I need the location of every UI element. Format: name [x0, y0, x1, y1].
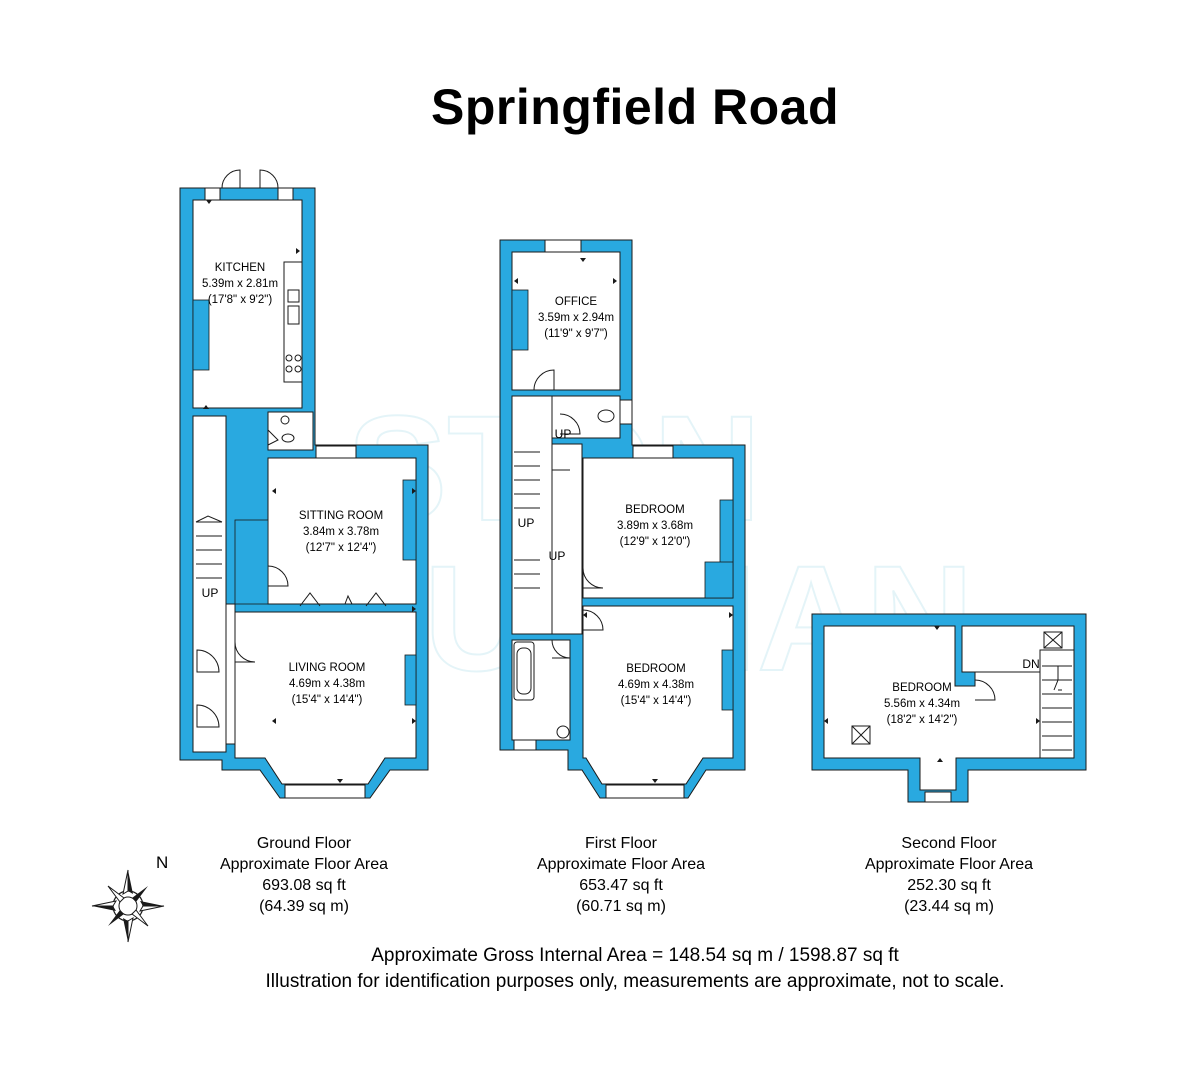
sitting-room-imperial: (12'7" x 12'4") [306, 542, 377, 554]
bedroom-1-imperial: (12'9" x 12'0") [620, 536, 691, 548]
room-label-bedroom-1: BEDROOM 3.89m x 3.68m (12'9" x 12'0") [617, 504, 693, 548]
floor-area-sqm: (64.39 sq m) [259, 898, 349, 915]
living-room-name: LIVING ROOM [289, 662, 366, 674]
floor-area-sqm: (60.71 sq m) [576, 898, 666, 915]
ground-floor-plan [179, 169, 429, 799]
second-floor-summary: Second Floor Approximate Floor Area 252.… [839, 833, 1059, 917]
bedroom-2-imperial: (15'4" x 14'4") [621, 695, 692, 707]
first-floor-summary: First Floor Approximate Floor Area 653.4… [511, 833, 731, 917]
kitchen-name: KITCHEN [215, 262, 265, 274]
floor-area-sqft: 252.30 sq ft [907, 877, 991, 894]
dimension-ticks [203, 200, 1040, 783]
office-metric: 3.59m x 2.94m [538, 312, 614, 324]
room-label-living-room: LIVING ROOM 4.69m x 4.38m (15'4" x 14'4"… [289, 662, 366, 706]
bedroom-1-name: BEDROOM [625, 504, 684, 516]
office-name: OFFICE [555, 296, 597, 308]
floor-area-label: Approximate Floor Area [864, 856, 1034, 873]
room-label-sitting-room: SITTING ROOM 3.84m x 3.78m (12'7" x 12'4… [299, 510, 383, 554]
footer: Approximate Gross Internal Area = 148.54… [0, 943, 1196, 995]
room-label-kitchen: KITCHEN 5.39m x 2.81m (17'8" x 9'2") [202, 262, 278, 306]
room-label-bedroom-3: BEDROOM 5.56m x 4.34m (18'2" x 14'2") [884, 682, 960, 726]
stairs-up-label-first-left: UP [518, 516, 535, 530]
stairs-up-label-ground: UP [202, 586, 219, 600]
room-label-office: OFFICE 3.59m x 2.94m (11'9" x 9'7") [538, 296, 614, 340]
floor-name: Second Floor [901, 835, 997, 852]
floor-name: Ground Floor [256, 835, 352, 852]
office-imperial: (11'9" x 9'7") [544, 328, 608, 340]
floor-area-label: Approximate Floor Area [536, 856, 706, 873]
second-floor-plan [811, 613, 1087, 803]
bedroom-3-name: BEDROOM [892, 682, 951, 694]
page-title: Springfield Road [431, 79, 839, 135]
compass-rose-icon [91, 869, 165, 943]
disclaimer-text: Illustration for identification purposes… [265, 971, 1005, 992]
floor-name: First Floor [585, 835, 657, 852]
bedroom-1-metric: 3.89m x 3.68m [617, 520, 693, 532]
living-room-metric: 4.69m x 4.38m [289, 678, 365, 690]
floor-area-sqm: (23.44 sq m) [904, 898, 994, 915]
stairs-up-label-first-top: UP [555, 427, 572, 441]
gross-internal-area: Approximate Gross Internal Area = 148.54… [371, 945, 899, 966]
stairs-up-label-first-mid: UP [549, 549, 566, 563]
floor-area-label: Approximate Floor Area [219, 856, 389, 873]
bedroom-2-name: BEDROOM [626, 663, 685, 675]
sitting-room-metric: 3.84m x 3.78m [303, 526, 379, 538]
kitchen-imperial: (17'8" x 9'2") [208, 294, 273, 306]
floor-area-sqft: 653.47 sq ft [579, 877, 663, 894]
kitchen-metric: 5.39m x 2.81m [202, 278, 278, 290]
stairs-down-label-second: DN [1022, 657, 1039, 671]
bedroom-3-metric: 5.56m x 4.34m [884, 698, 960, 710]
compass-north-label: N [156, 853, 168, 872]
room-label-bedroom-2: BEDROOM 4.69m x 4.38m (15'4" x 14'4") [618, 663, 694, 707]
living-room-imperial: (15'4" x 14'4") [292, 694, 363, 706]
floor-area-sqft: 693.08 sq ft [262, 877, 346, 894]
bedroom-3-imperial: (18'2" x 14'2") [887, 714, 958, 726]
first-floor-plan [499, 239, 746, 799]
ground-floor-summary: Ground Floor Approximate Floor Area 693.… [194, 833, 414, 917]
bedroom-2-metric: 4.69m x 4.38m [618, 679, 694, 691]
sitting-room-name: SITTING ROOM [299, 510, 383, 522]
